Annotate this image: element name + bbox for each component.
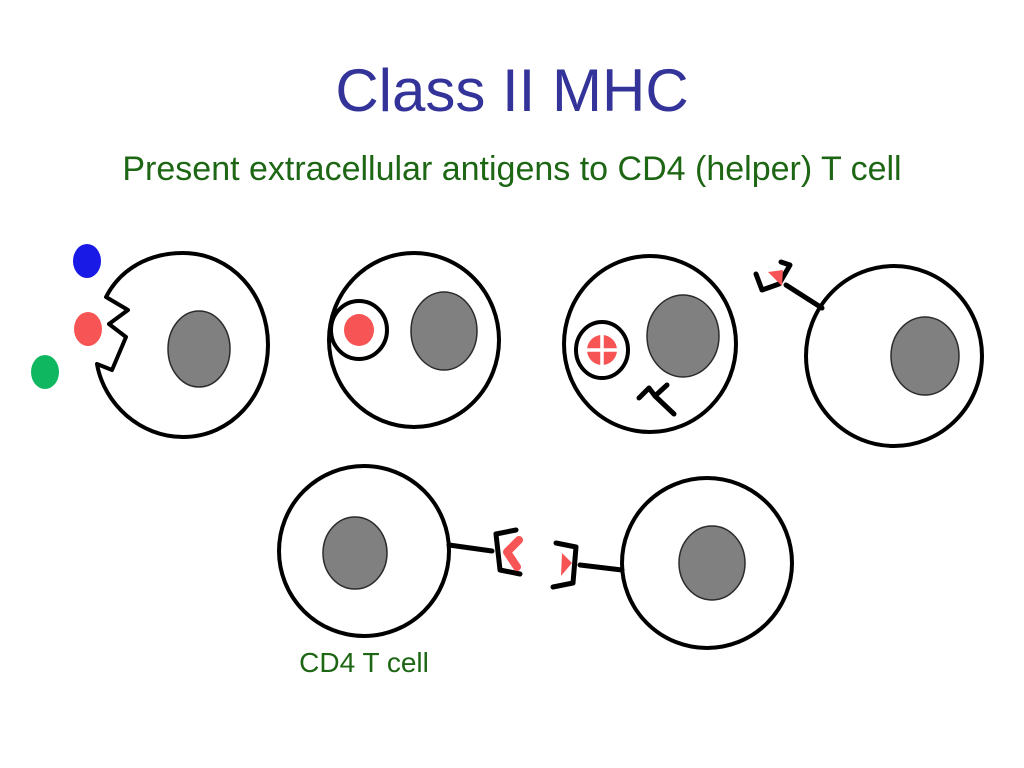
bound-peptide [561,553,572,576]
nucleus [410,291,478,371]
antigen-particle-green [31,355,59,389]
nucleus [678,525,746,601]
antigen-particle-blue [73,244,101,278]
nucleus [167,310,231,388]
mhc-class-ii-molecule-icon [636,382,677,417]
nucleus [890,316,960,396]
free-antigen-particles [31,244,102,389]
cell-step1-phagocytosis [95,251,270,439]
surface-peptide-mhc-complex [753,259,825,311]
cell-step4-peptide-mhc-on-surface [753,259,984,448]
nucleus [646,294,720,378]
cd4-t-cell-label: CD4 T cell [299,647,429,678]
cd4-t-cell [277,464,523,638]
degraded-antigen-fragments [587,335,617,365]
page-title: Class II MHC [335,57,689,124]
antigen-particle-red [344,314,374,346]
antigen-particle-red [74,312,102,346]
antigen-presenting-cell [550,476,794,650]
page-subtitle: Present extracellular antigens to CD4 (h… [122,150,902,188]
bound-peptide [768,270,783,286]
cell-step2-antigen-in-vesicle [327,251,501,429]
nucleus [322,516,388,590]
cell-step3-antigen-degradation [562,254,738,434]
t-cell-receptor [446,527,523,577]
receptor-binding-site [503,536,523,571]
peptide-mhc-complex [550,540,625,590]
